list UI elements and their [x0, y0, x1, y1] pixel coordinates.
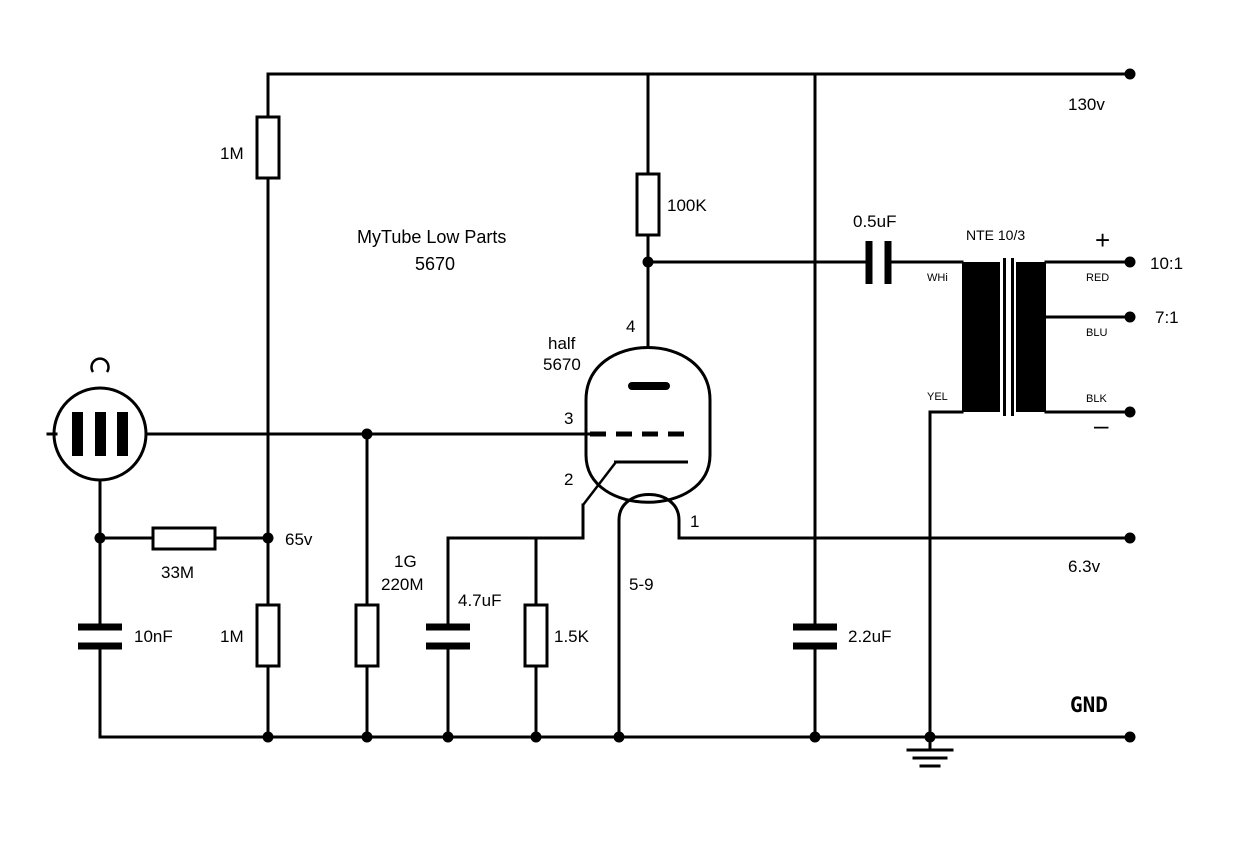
schematic-title: MyTube Low Parts	[357, 227, 506, 247]
label-lead-red: RED	[1086, 272, 1109, 284]
terminal-6-3v[interactable]	[1124, 532, 1136, 544]
label-lead-blk: BLK	[1086, 393, 1107, 405]
label-r-grid-1: 1G	[394, 552, 417, 571]
cathode-network	[426, 461, 617, 739]
resistor-1-5k	[523, 603, 549, 668]
label-r-grid-2: 220M	[381, 575, 424, 594]
ground-rail	[98, 731, 1136, 743]
label-lead-blu: BLU	[1086, 327, 1107, 339]
label-pin-3: 3	[564, 409, 573, 428]
transformer-secondary	[1016, 262, 1046, 412]
label-pin-2: 2	[564, 470, 573, 489]
label-pin-1: 1	[690, 512, 699, 531]
resistor-1m-bottom	[255, 603, 281, 668]
label-tube-model: 5670	[543, 355, 581, 374]
terminal-7-1[interactable]	[1124, 311, 1136, 323]
label-6-3v: 6.3v	[1068, 557, 1101, 576]
label-r-cathode: 1.5K	[554, 627, 590, 646]
label-c-coupling: 0.5uF	[853, 212, 896, 231]
input-network	[78, 476, 270, 739]
label-c-input: 10nF	[134, 627, 173, 646]
label-transformer: NTE 10/3	[966, 227, 1025, 243]
label-pin-5-9: 5-9	[629, 575, 654, 594]
terminal-blk[interactable]	[1124, 406, 1136, 418]
plate-network	[635, 72, 964, 348]
label-r-top: 1M	[220, 144, 244, 163]
label-r-bottom: 1M	[220, 627, 244, 646]
label-pin-4: 4	[626, 317, 635, 336]
photo-sensor	[46, 357, 148, 482]
resistor-1m-top	[255, 115, 281, 180]
terminal-130v[interactable]	[1124, 68, 1136, 80]
label-ratio-7-1: 7:1	[1155, 308, 1179, 327]
output-transformer	[928, 256, 1136, 739]
schematic-subtitle: 5670	[415, 254, 455, 274]
tube-heater	[617, 493, 681, 739]
resistor-1g-220m	[354, 603, 380, 668]
light-indicator-icon	[90, 357, 110, 373]
resistor-100k	[635, 172, 661, 237]
label-r-plate: 100K	[667, 196, 707, 215]
label-plus: +	[1095, 225, 1110, 255]
ground-symbol	[906, 735, 954, 768]
label-ratio-10-1: 10:1	[1150, 254, 1183, 273]
resistor-33m	[151, 526, 217, 551]
label-130v: 130v	[1068, 95, 1105, 114]
label-lead-whi: WHi	[927, 272, 948, 284]
terminal-10-1[interactable]	[1124, 256, 1136, 268]
heater-line	[677, 532, 1136, 544]
label-tube-half: half	[548, 334, 576, 353]
label-lead-yel: YEL	[927, 391, 948, 403]
divider-network	[255, 72, 281, 739]
label-c-supply: 2.2uF	[848, 627, 891, 646]
label-minus: –	[1094, 410, 1109, 440]
supply-rail	[266, 68, 1136, 80]
vacuum-tube	[584, 346, 712, 739]
label-r-series: 33M	[161, 563, 194, 582]
transformer-primary	[962, 262, 1000, 412]
label-65v: 65v	[285, 530, 313, 549]
terminal-gnd[interactable]	[1124, 731, 1136, 743]
supply-bypass	[793, 72, 837, 739]
label-gnd: GND	[1070, 693, 1108, 717]
grid-line	[144, 428, 592, 739]
label-c-cathode: 4.7uF	[458, 591, 501, 610]
